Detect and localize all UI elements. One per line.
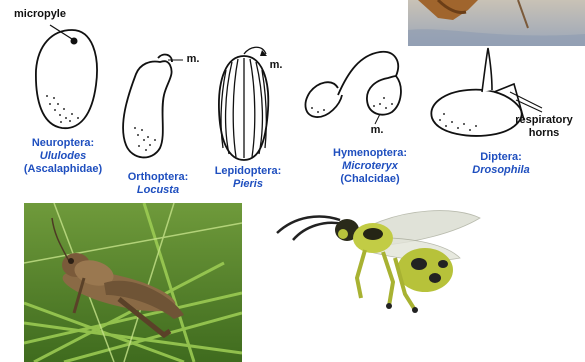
hymenoptera-egg xyxy=(305,52,400,124)
orthoptera-m-label: m. xyxy=(183,53,203,66)
caption-orthoptera: Orthoptera: Locusta xyxy=(108,171,208,197)
caption-family: (Ascalaphidae) xyxy=(8,163,118,176)
caption-order: Lepidoptera: xyxy=(196,165,300,178)
lepidoptera-m-label: m. xyxy=(266,59,286,72)
wasp-photo xyxy=(265,198,490,318)
caption-hymenoptera: Hymenoptera: Microteryx (Chalcidae) xyxy=(310,147,430,186)
caption-order: Hymenoptera: xyxy=(310,147,430,160)
grasshopper-photo xyxy=(24,203,242,362)
respiratory-line1: respiratory xyxy=(508,114,580,127)
hymenoptera-m-label: m. xyxy=(367,124,387,137)
respiratory-line2: horns xyxy=(508,127,580,140)
caption-genus: Drosophila xyxy=(446,164,556,177)
orthoptera-egg xyxy=(123,55,183,158)
neuroptera-egg xyxy=(36,25,97,128)
lepidoptera-egg xyxy=(219,47,268,160)
micropyle-label: micropyle xyxy=(10,8,70,21)
caption-neuroptera: Neuroptera: Ululodes (Ascalaphidae) xyxy=(8,137,118,176)
caption-genus: Ululodes xyxy=(8,150,118,163)
caption-order: Orthoptera: xyxy=(108,171,208,184)
respiratory-horns-label: respiratory horns xyxy=(508,114,580,140)
caption-diptera: Diptera: Drosophila xyxy=(446,151,556,177)
caption-genus: Pieris xyxy=(196,178,300,191)
caption-family: (Chalcidae) xyxy=(310,173,430,186)
grasshopper-photo-image xyxy=(24,203,242,362)
caption-lepidoptera: Lepidoptera: Pieris xyxy=(196,165,300,191)
caption-genus: Locusta xyxy=(108,184,208,197)
caption-order: Neuroptera: xyxy=(8,137,118,150)
caption-order: Diptera: xyxy=(446,151,556,164)
wasp-photo-image xyxy=(265,198,490,318)
caption-genus: Microteryx xyxy=(310,160,430,173)
